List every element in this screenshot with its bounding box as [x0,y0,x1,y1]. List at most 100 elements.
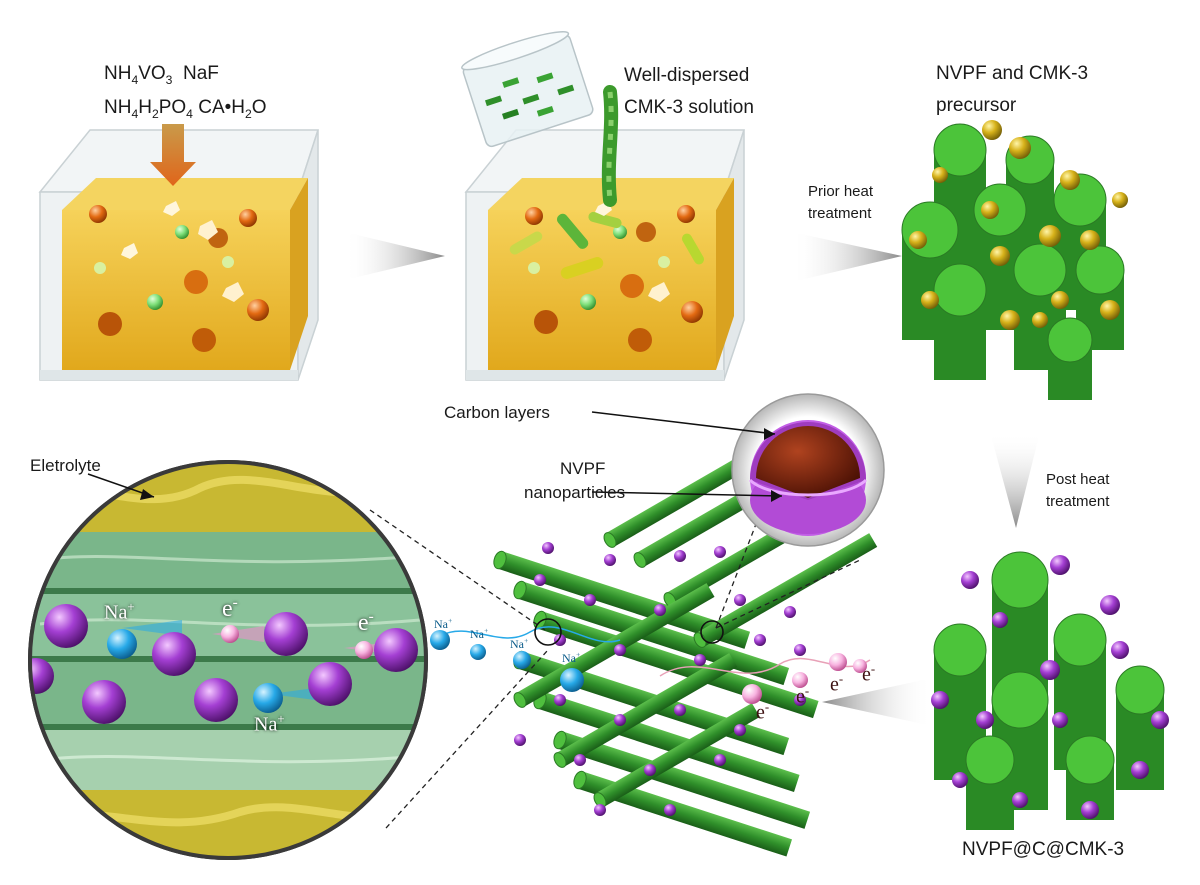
core-shell-particle [731,393,885,547]
nanoparticle [734,594,746,606]
nanoparticle [1000,310,1020,330]
callout-arrows [87,411,783,502]
process-arrow-1 [345,232,445,280]
nanoparticle [614,714,626,726]
process-arrow-3 [990,432,1040,528]
nanoparticle [754,634,766,646]
na-ion-label-zoom-1: Na+ [104,600,135,624]
nanoparticle [1131,761,1149,779]
electron-label-zoom-1: e- [222,594,238,622]
nanoparticle [1009,137,1031,159]
nvpf-label-line-2: nanoparticles [524,483,626,502]
electron-label-4: e- [862,662,876,686]
rod-end-cap [933,123,987,177]
nanoparticle [604,554,616,566]
nanoparticle [952,772,968,788]
post-heat-label-line-1: Post heat [1046,471,1110,488]
nanoparticle [1060,170,1080,190]
nanoparticle [614,644,626,656]
nanoparticle [1151,711,1169,729]
nanoparticle [674,704,686,716]
nanoparticle [909,231,927,249]
nanoparticle [514,734,526,746]
rod-end-cap [1115,665,1165,715]
rod-end-cap [901,201,959,259]
na-ion-label-2: Na+ [470,626,489,641]
rod-end-cap [1075,245,1125,295]
rod-end-cap [973,183,1027,237]
ion-transport-trail [430,618,871,704]
nanoparticle [644,764,656,776]
nanoparticle [654,604,666,616]
nanoparticle [694,654,706,666]
nanoparticle [981,201,999,219]
product-label: NVPF@C@CMK-3 [962,839,1125,860]
rod-end-cap [965,735,1015,785]
nanoparticle [992,612,1008,628]
product-rod-bundle [931,551,1169,830]
nanoparticle [574,754,586,766]
dispersed-label-line-1: Well-dispersed [624,65,750,86]
nanoparticle [664,804,676,816]
nanoparticle [542,542,554,554]
electrolyte-zoom-view [28,460,428,860]
rod-end-cap [991,551,1049,609]
carbon-rod [573,770,793,857]
nanoparticle [1112,192,1128,208]
rod-end-cap [1065,735,1115,785]
reagents-line-2: NH4H2PO4 CA•H2O [104,97,267,121]
nanoparticle [734,724,746,736]
nanoparticle [990,246,1010,266]
carbon-rod [553,653,738,768]
rod-end-cap [933,623,987,677]
nanoparticle [714,754,726,766]
precursor-label-line-1: NVPF and CMK-3 [936,63,1089,84]
nanoparticle [1111,641,1129,659]
reagents-line-1: NH4VO3 NaF [104,63,219,87]
zoom-line-core-left [715,523,757,629]
nanoparticle [1032,312,1048,328]
carbon-rod [493,550,751,649]
nvpf-label-line-1: NVPF [560,459,606,478]
nanoparticle [584,594,596,606]
pouring-beaker-icon [461,31,619,207]
nanoparticle [794,644,806,656]
nanoparticle [1100,595,1120,615]
rod-end-cap [1013,243,1067,297]
nanoparticle [1100,300,1120,320]
nanoparticle [674,550,686,562]
zoom-line-lower [385,649,549,829]
beaker-precursor-solution [38,124,320,381]
nanoparticle [554,694,566,706]
nanoparticle [982,120,1002,140]
na-ion-label-4: Na+ [562,650,581,665]
precursor-rod-bundle [901,120,1128,400]
process-arrow-2 [792,232,902,282]
na-ion-label-1: Na+ [434,616,453,631]
prior-heat-label-line-1: Prior heat [808,183,874,200]
rod-end-cap [991,671,1049,729]
nanoparticle [1051,291,1069,309]
electron-label-2: e- [796,684,810,708]
rod-end-cap [933,263,987,317]
process-arrow-4 [822,678,932,726]
post-heat-label-line-2: treatment [1046,493,1110,510]
nanoparticle [794,694,806,706]
nanoparticle [534,574,546,586]
electrolyte-label: Eletrolyte [30,456,101,475]
nanoparticle [554,634,566,646]
rod-end-cap [1047,317,1093,363]
nanoparticle [784,606,796,618]
na-ion-label-3: Na+ [510,636,529,651]
electron-label-3: e- [830,672,844,696]
nanoparticle [714,546,726,558]
nanoparticle [1039,225,1061,247]
nanoparticle [976,711,994,729]
nanoparticle [1081,801,1099,819]
prior-heat-label-line-2: treatment [808,205,872,222]
carbon-rod [553,730,811,829]
nanoparticle [1050,555,1070,575]
nanoparticle [961,571,979,589]
